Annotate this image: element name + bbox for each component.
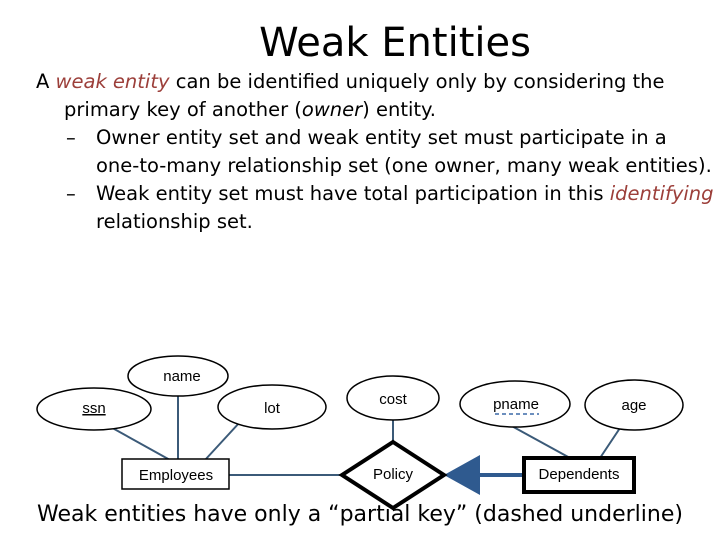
age-connector [599,427,621,459]
bullet-1-text: Owner entity set and weak entity set mus… [96,126,712,177]
name-attribute [127,355,229,397]
lot-connector [204,421,241,461]
bullet-2-text-start: Weak entity set must have total particip… [96,182,610,205]
intro-text-rest2: ) entity. [362,98,437,121]
pname-attribute-label: pname [493,396,539,413]
bullet-1: –Owner entity set and weak entity set mu… [36,124,716,180]
slide-body: A weak entity can be identified uniquely… [36,68,716,236]
weak-entity-term: weak entity [55,70,170,93]
intro-text-rest1: can be identified uniquely only by consi… [64,70,665,121]
age-attribute [584,379,684,431]
intro-paragraph: A weak entity can be identified uniquely… [36,68,716,124]
ssn-attribute-label: ssn [82,400,105,417]
identifying-term: identifying [609,182,714,205]
intro-text-a: A [36,70,56,93]
pname-connector [507,423,571,459]
bullet-dash: – [66,126,76,149]
employees-entity-label: Employees [139,467,213,484]
dependents-entity [522,456,636,494]
slide-title: Weak Entities [259,20,531,66]
cost-attribute-label: cost [379,391,407,408]
dependents-entity-label: Dependents [539,466,620,483]
cost-attribute [346,375,440,421]
policy-relationship-label: Policy [373,466,414,483]
employees-entity [121,458,230,490]
policy-relationship [338,439,448,511]
owner-term: owner [301,98,363,121]
attribute-connectors [97,396,621,476]
bullet-2: –Weak entity set must have total partici… [36,180,716,236]
lot-attribute-label: lot [264,400,281,417]
bullet-dash: – [66,182,76,205]
ssn-attribute [36,387,152,431]
age-attribute-label: age [621,397,646,414]
pname-attribute [459,380,571,428]
lot-attribute [217,384,327,430]
name-attribute-label: name [163,368,201,385]
diagram-caption: Weak entities have only a “partial key” … [37,502,683,527]
bullet-2-text-end: relationship set. [96,210,253,233]
